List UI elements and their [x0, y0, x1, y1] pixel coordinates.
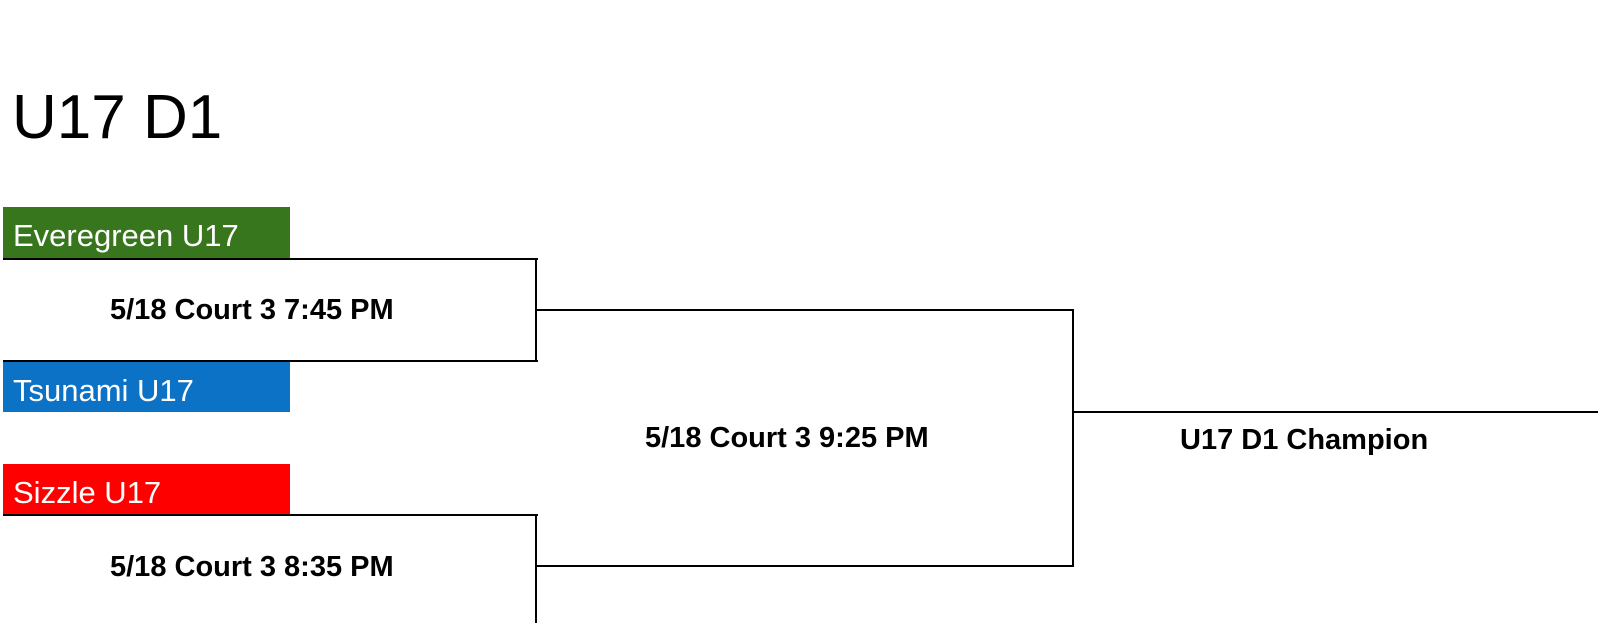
team-name: Sizzle U17 — [13, 475, 162, 510]
bracket-line — [535, 514, 537, 623]
game-label-final: 5/18 Court 3 9:25 PM — [645, 422, 929, 454]
bracket-line — [3, 514, 538, 516]
game-label-round1-game2: 5/18 Court 3 8:35 PM — [110, 551, 394, 583]
team-slot-sizzle: Sizzle U17 — [3, 464, 290, 515]
team-name: Everegreen U17 — [13, 218, 239, 253]
champion-label: U17 D1 Champion — [1180, 424, 1429, 456]
team-slot-everegreen: Everegreen U17 — [3, 207, 290, 258]
bracket-line — [537, 309, 1074, 311]
bracket-line — [3, 258, 538, 260]
game-label-round1-game1: 5/18 Court 3 7:45 PM — [110, 294, 394, 326]
bracket-title: U17 D1 — [12, 83, 223, 152]
bracket-line — [535, 258, 537, 362]
bracket-line — [3, 360, 538, 362]
bracket-line — [1072, 309, 1074, 567]
bracket-line — [537, 565, 1074, 567]
bracket-line — [1074, 411, 1598, 413]
team-slot-tsunami: Tsunami U17 — [3, 362, 290, 412]
team-name: Tsunami U17 — [13, 373, 194, 408]
